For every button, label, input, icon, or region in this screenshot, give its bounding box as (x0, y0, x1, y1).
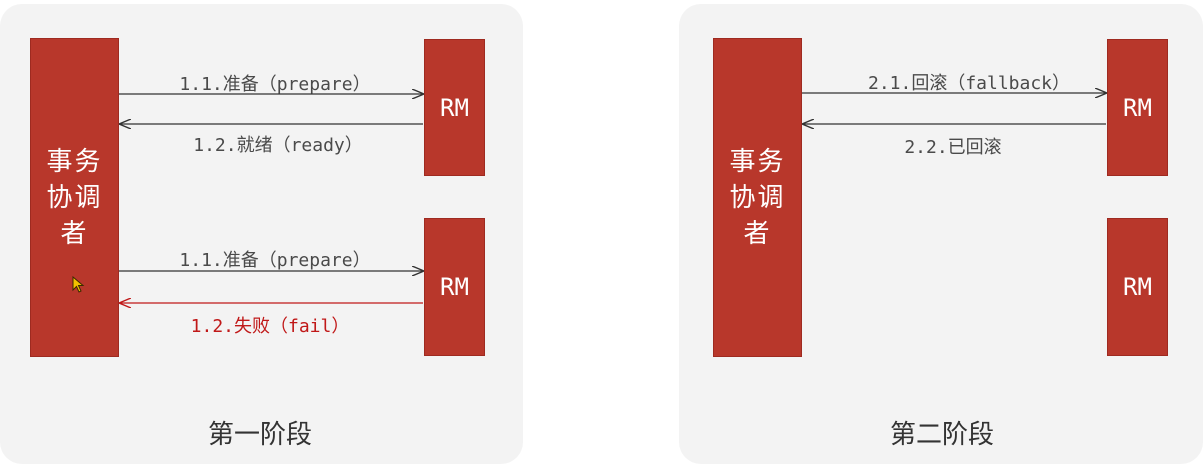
prepare-message-bottom: 1.1.准备（prepare） (179, 250, 371, 271)
transaction-coordinator-box: 事务 协调 者 (713, 38, 802, 357)
coordinator-label: 事务 协调 者 (729, 146, 786, 249)
coordinator-label: 事务 协调 者 (46, 146, 103, 249)
ready-message: 1.2.就绪（ready） (193, 135, 363, 156)
mouse-cursor-icon (72, 276, 85, 293)
resource-manager-box-bottom: RM (424, 218, 485, 356)
rm-label: RM (1123, 273, 1152, 301)
phase-one-title: 第一阶段 (207, 420, 313, 450)
prepare-message-top: 1.1.准备（prepare） (179, 74, 371, 95)
rm-label: RM (440, 93, 469, 122)
fail-message: 1.2.失败（fail） (190, 316, 350, 337)
rm-label: RM (1123, 93, 1152, 122)
fallback-message: 2.1.回滚（fallback） (867, 73, 1071, 94)
resource-manager-box-bottom: RM (1107, 218, 1168, 356)
resource-manager-box-top: RM (424, 39, 485, 176)
transaction-coordinator-box: 事务 协调 者 (30, 38, 119, 357)
rolled-back-message: 2.2.已回滚 (904, 137, 1002, 158)
resource-manager-box-top: RM (1107, 39, 1168, 176)
phase-two-title: 第二阶段 (889, 420, 995, 450)
message-arrows (119, 0, 1203, 451)
rm-label: RM (440, 273, 469, 301)
